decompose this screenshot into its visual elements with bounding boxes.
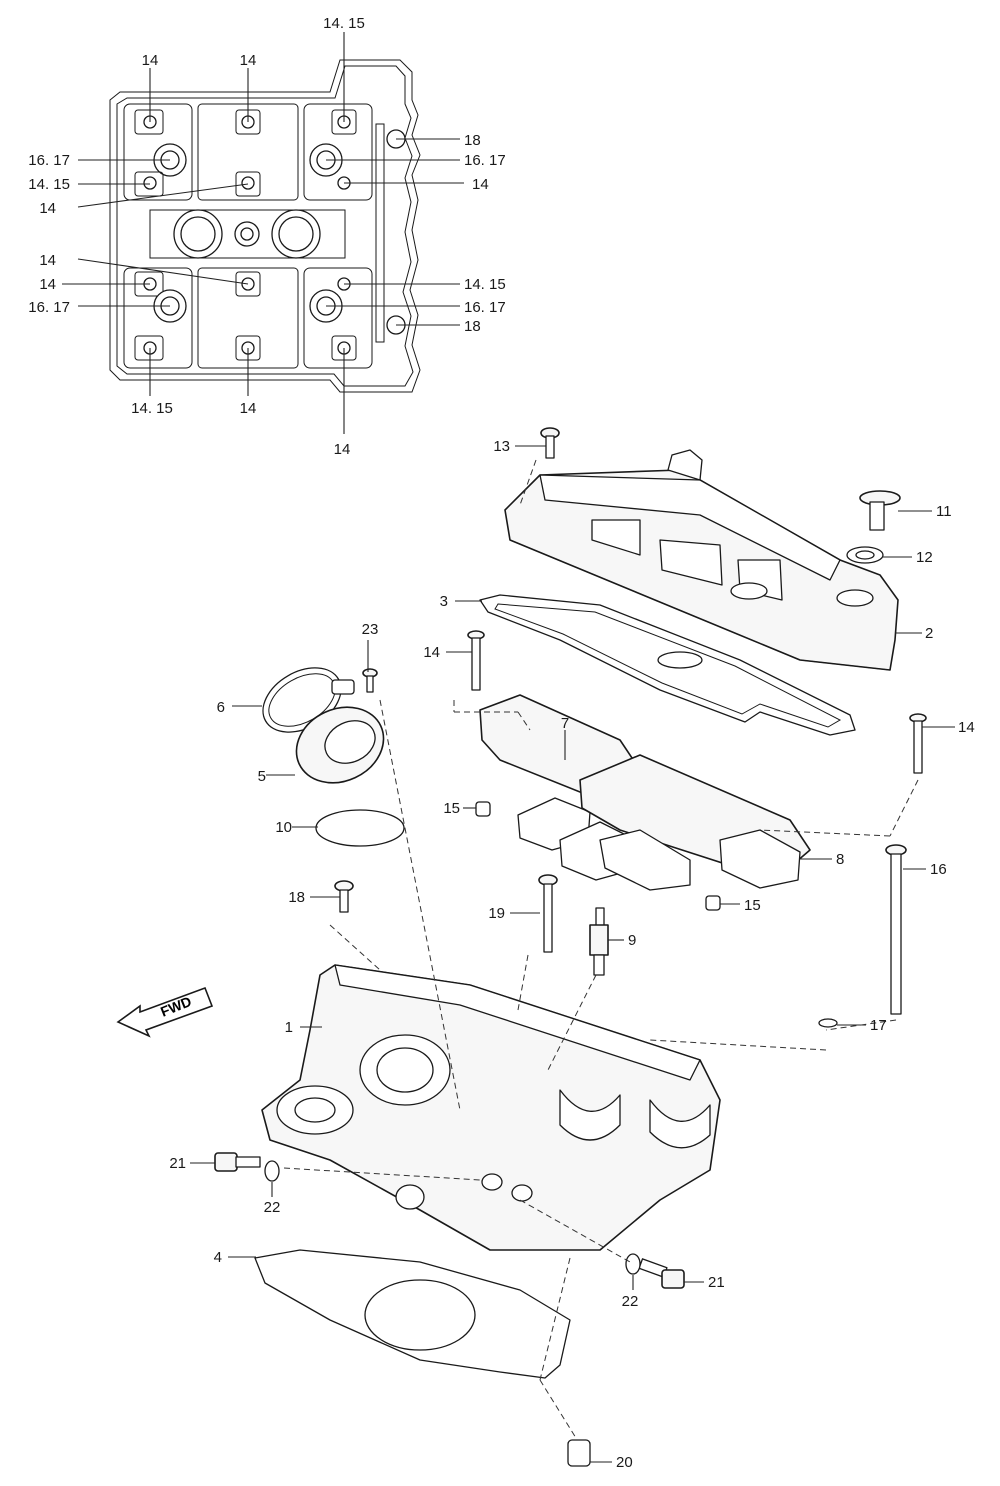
camshaft-holder-lower [579, 754, 811, 891]
label-right-3: 14 [472, 176, 489, 193]
callout-9: 9 [628, 932, 636, 949]
callout-8: 8 [836, 851, 844, 868]
callout-1: 1 [285, 1019, 293, 1036]
label-bottom-1: 14. 15 [131, 400, 173, 417]
head-stud-bolt [885, 844, 907, 1015]
callout-10: 10 [275, 819, 292, 836]
label-left-1: 16. 17 [28, 152, 70, 169]
holder-bolt-left [467, 630, 485, 691]
head-bolt-short [538, 874, 558, 953]
callout-12: 12 [916, 549, 933, 566]
callout-11: 11 [936, 503, 952, 520]
callout-5: 5 [258, 768, 266, 785]
label-bottom-3: 14 [334, 441, 351, 458]
cover-screw [540, 427, 560, 459]
oil-filler-cap [859, 490, 901, 531]
callout-21-right: 21 [708, 1274, 725, 1291]
union-bolt-left [214, 1152, 261, 1172]
cylinder-head-cover [504, 449, 899, 671]
label-left-5: 14 [39, 276, 56, 293]
callout-16: 16 [930, 861, 947, 878]
callout-4: 4 [214, 1249, 222, 1266]
intake-o-ring [315, 809, 405, 847]
callout-6: 6 [217, 699, 225, 716]
cap-o-ring [846, 546, 884, 564]
gasket-washer-right [625, 1253, 641, 1275]
callout-14-right: 14 [958, 719, 975, 736]
label-top-3: 14. 15 [323, 15, 365, 32]
union-bolt-right [638, 1258, 685, 1289]
head-gasket [254, 1249, 571, 1379]
callout-3: 3 [440, 593, 448, 610]
dowel-pin-lower [705, 895, 721, 911]
callout-15-lower: 15 [744, 897, 761, 914]
head-bolt-small [334, 880, 354, 913]
intake-screw [362, 668, 378, 693]
callout-labels: 1 2 3 4 5 6 7 8 9 10 11 12 13 14 14 15 1… [169, 438, 974, 1471]
label-top-2: 14 [240, 52, 257, 69]
label-right-1: 18 [464, 132, 481, 149]
callout-15-upper: 15 [443, 800, 460, 817]
callout-22-right: 22 [622, 1293, 639, 1310]
label-bottom-2: 14 [240, 400, 257, 417]
fwd-arrow-icon: FWD [116, 986, 214, 1038]
callout-22-left: 22 [264, 1199, 281, 1216]
label-right-4: 14. 15 [464, 276, 506, 293]
dowel-pin-base [567, 1439, 591, 1467]
label-left-4: 14 [39, 252, 56, 269]
dowel-pin-upper [475, 801, 491, 817]
callout-13: 13 [493, 438, 510, 455]
guide-lines [283, 459, 919, 1439]
label-left-3: 14 [39, 200, 56, 217]
label-left-6: 16. 17 [28, 299, 70, 316]
intake-pipe [295, 706, 385, 784]
leader-lines [190, 445, 955, 1463]
cylinder-head [261, 964, 721, 1251]
cover-gasket [479, 594, 856, 736]
stud-washer [818, 1018, 838, 1028]
callout-21-left: 21 [169, 1155, 186, 1172]
label-right-5: 16. 17 [464, 299, 506, 316]
label-left-2: 14. 15 [28, 176, 70, 193]
top-view-plan: 14 14 14. 15 16. 17 14. 15 14 14 14 16. … [28, 15, 505, 458]
callout-17: 17 [870, 1017, 887, 1034]
spark-plug [589, 907, 609, 976]
callout-14-left: 14 [423, 644, 440, 661]
holder-bolt-right [909, 713, 927, 774]
callout-23: 23 [362, 621, 379, 638]
callout-19: 19 [488, 905, 505, 922]
gasket-washer-left [264, 1160, 280, 1182]
callout-7: 7 [561, 715, 569, 732]
label-top-1: 14 [142, 52, 159, 69]
callout-2: 2 [925, 625, 933, 642]
label-right-6: 18 [464, 318, 481, 335]
callout-18: 18 [288, 889, 305, 906]
label-right-2: 16. 17 [464, 152, 506, 169]
callout-20: 20 [616, 1454, 633, 1471]
